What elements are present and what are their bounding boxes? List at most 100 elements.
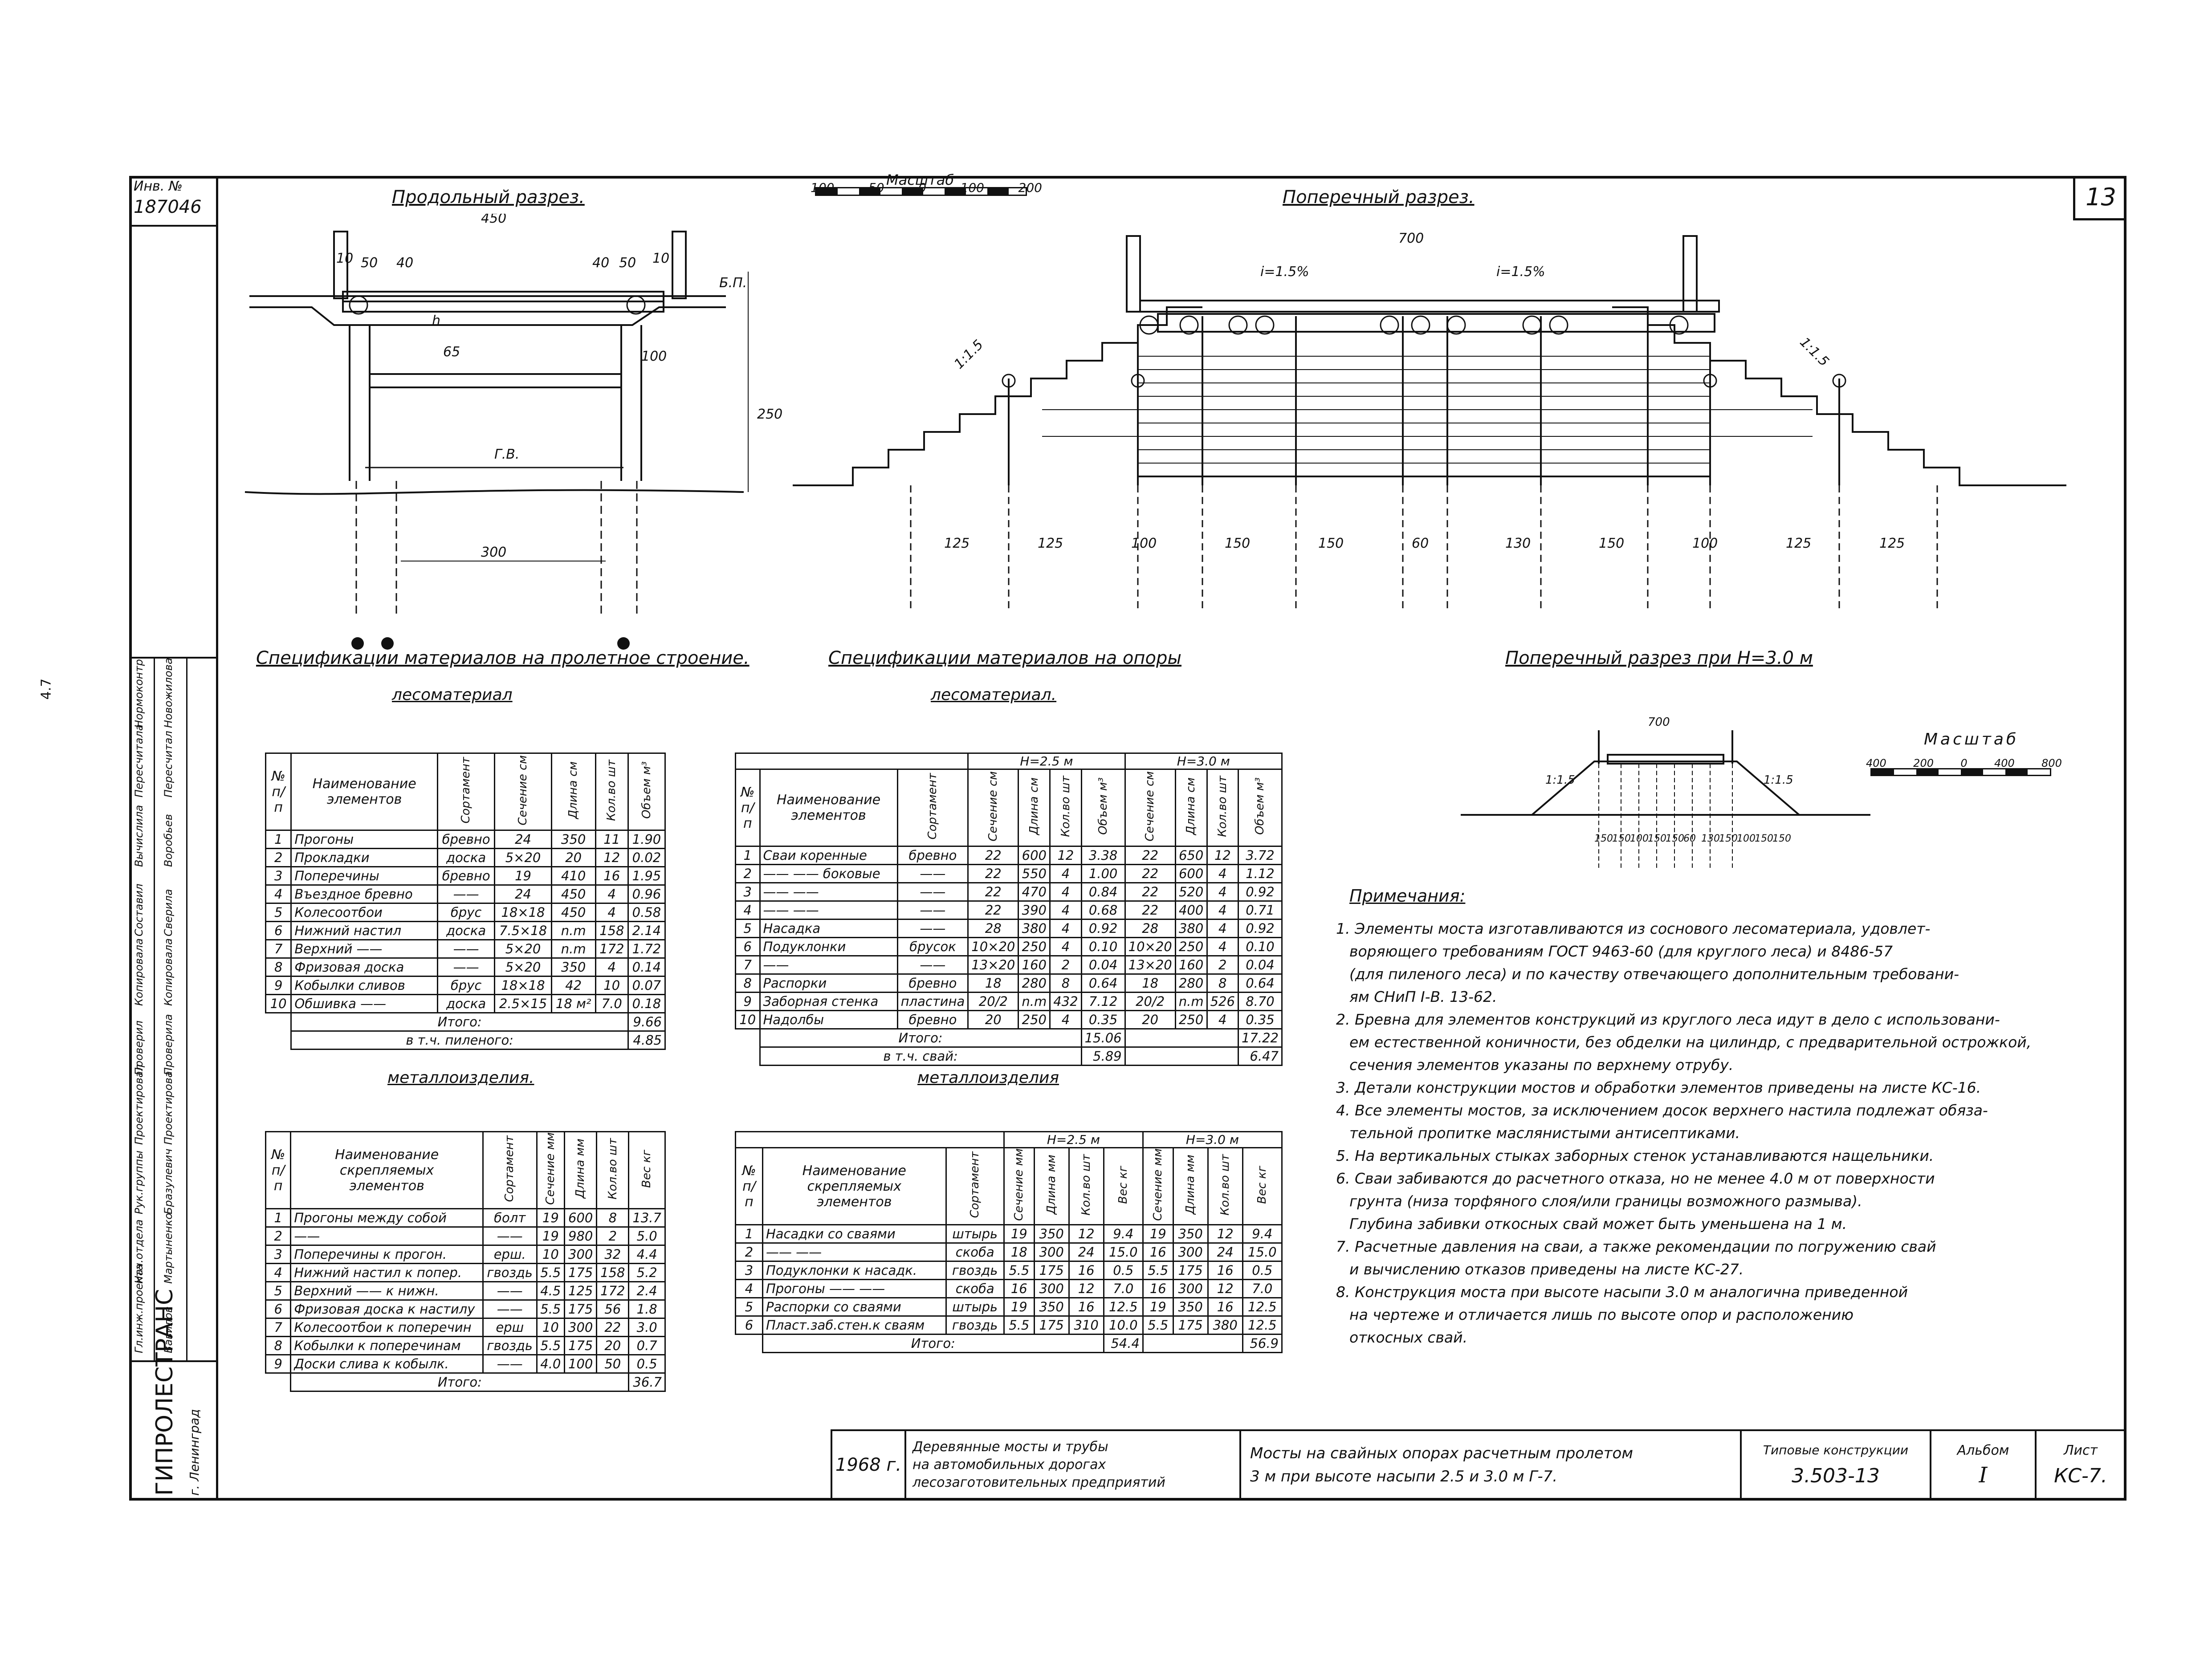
table-cell: 16 <box>595 866 629 886</box>
header-text: Длина мм <box>574 1139 587 1199</box>
table-cell: брусок <box>896 937 969 956</box>
table-cell: 12 <box>1049 846 1082 865</box>
table-cell: 380 <box>1018 919 1051 938</box>
table-cell: 19 <box>536 1226 566 1246</box>
table-cell: 12 <box>1207 1224 1243 1244</box>
table-cell: 550 <box>1018 864 1051 883</box>
table-header-cell: Сечение см <box>494 753 552 831</box>
total-value: 56.9 <box>1242 1334 1283 1353</box>
table-cell: 125 <box>564 1281 598 1301</box>
table-cell: 300 <box>1033 1279 1070 1298</box>
table-cell: 16 <box>1142 1279 1174 1298</box>
total-value: 54.4 <box>1103 1334 1144 1353</box>
table-header-cell: Длина мм <box>564 1131 598 1209</box>
table-cell: Поперечины к прогон. <box>290 1245 484 1264</box>
table-cell: 12 <box>1068 1279 1104 1298</box>
table-cell: гвоздь <box>482 1336 538 1355</box>
table-cell: Доски слива к кобылк. <box>290 1354 484 1374</box>
trans-slope-right: i=1.5% <box>1496 264 1545 280</box>
transverse-title: Поперечный разрез. <box>1283 187 1475 207</box>
table-cell: 18×18 <box>494 903 552 922</box>
table-header-cell: Сортамент <box>482 1131 538 1209</box>
table-cell: 4.5 <box>536 1281 566 1301</box>
table-cell: 10.0 <box>1103 1315 1144 1335</box>
scale2-title: Масштаб <box>1924 730 2019 749</box>
long-gv: Г.В. <box>494 447 519 462</box>
table-cell: 19 <box>1142 1297 1174 1317</box>
table-cell: 350 <box>1033 1224 1070 1244</box>
staff-name: Мартыненко <box>162 1213 175 1284</box>
table-cell: 2 <box>735 1242 763 1262</box>
table-cell: 8 <box>596 1208 630 1228</box>
table-header-cell: Сечение см <box>967 769 1019 847</box>
table-cell: 432 <box>1049 992 1082 1011</box>
table-cell: 0.5 <box>1103 1261 1144 1280</box>
table-cell: 28 <box>1124 919 1176 938</box>
header-text: Кол.во шт <box>1218 1154 1232 1216</box>
note-line: 4. Все элементы мостов, за исключением д… <box>1336 1102 1988 1119</box>
table-cell <box>266 1013 291 1031</box>
scale2-tick: 400 <box>1994 757 2015 769</box>
tb-album-label: Альбом <box>1957 1442 2009 1458</box>
table-cell: Нижний настил <box>290 921 438 940</box>
table-cell: Пласт.заб.стен.к сваям <box>762 1315 947 1335</box>
staff-role: Вычислила <box>133 805 145 867</box>
spacing-label: 60 <box>1412 536 1429 551</box>
header-text: Сечение см <box>1143 771 1157 842</box>
table-cell: 5 <box>735 919 761 938</box>
table-cell: —— <box>436 884 496 904</box>
table-cell: 4 <box>1206 919 1239 938</box>
staff-role: Копировала <box>133 938 145 1006</box>
h3-side-left: 1:1.5 <box>1545 773 1575 787</box>
table-cell: 250 <box>1018 937 1051 956</box>
table-cell: 18 <box>1003 1242 1035 1262</box>
table-cell: 300 <box>1172 1242 1209 1262</box>
tb-series: Деревянные мосты и трубы на автомобильны… <box>904 1429 1241 1501</box>
table-cell: 7 <box>265 1318 292 1337</box>
spec-span-wood-title: лесоматериал <box>392 686 513 704</box>
table-cell: 4 <box>735 900 761 920</box>
table-cell: штырь <box>945 1297 1005 1317</box>
spacing-label: 150 <box>1599 536 1624 551</box>
staff-role: Нормоконтр <box>133 659 145 728</box>
header-text: Сечение мм <box>544 1132 558 1205</box>
long-dim-2: 50 <box>361 255 378 271</box>
table-header-cell: Кол.во шт <box>1049 769 1082 847</box>
tb-typ: Типовые конструкции 3.503-13 <box>1740 1429 1931 1501</box>
note-line: на чертеже и отличается лишь по высоте о… <box>1349 1306 1854 1323</box>
scale-tick: 100 <box>811 180 835 195</box>
spacing-label: 150 <box>1666 833 1684 844</box>
table-header-cell: Длина см <box>550 753 596 831</box>
table-cell: 4 <box>1049 919 1082 938</box>
total-label: Итого: <box>290 1372 630 1392</box>
scale-tick: 50 <box>868 180 884 195</box>
table-cell: 13×20 <box>967 955 1019 975</box>
table-header-cell: № п/п <box>265 1131 292 1209</box>
note-line: ем естественной коничности, без обделки … <box>1349 1033 2032 1051</box>
table-cell: Прогоны —— —— <box>762 1279 947 1298</box>
tb-name-line: 3 м при высоте насыпи 2.5 и 3.0 м Г-7. <box>1250 1468 1558 1485</box>
table-cell: 5 <box>735 1297 763 1317</box>
table-cell: 380 <box>1174 919 1208 938</box>
table-total-row: Итого:36.7 <box>266 1372 666 1392</box>
tb-name-line: Мосты на свайных опорах расчетным пролет… <box>1250 1444 1633 1462</box>
trans-side-right: 1:1.5 <box>1796 334 1832 370</box>
table-cell <box>266 1031 291 1050</box>
table-cell: —— <box>436 939 496 959</box>
table-cell: 3.72 <box>1237 846 1283 865</box>
table-cell: 18×18 <box>494 976 552 995</box>
trans-slope-left: i=1.5% <box>1260 264 1309 280</box>
note-line: грунта (низа торфяного слоя/или границы … <box>1349 1192 1862 1210</box>
